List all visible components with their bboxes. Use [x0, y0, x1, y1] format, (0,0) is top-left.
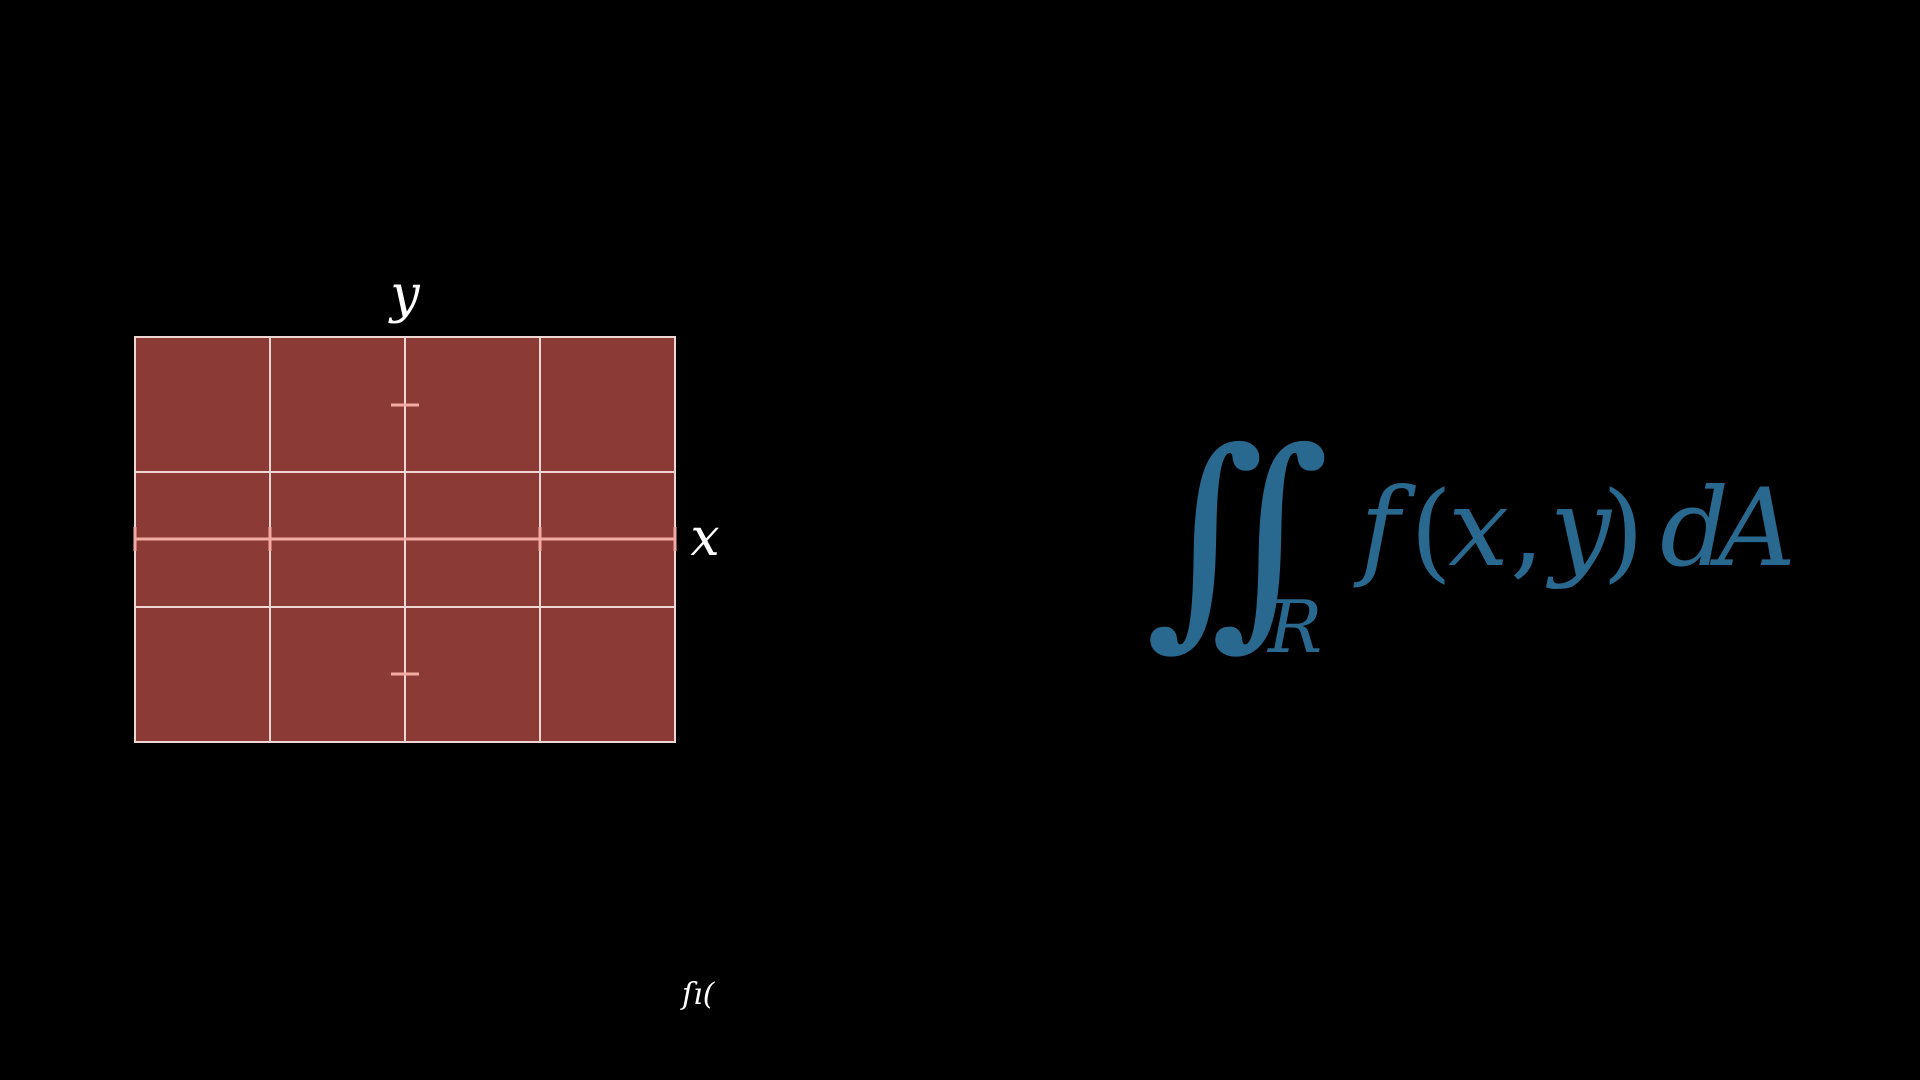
formula-function-f: f [1353, 466, 1416, 591]
x-axis [133, 527, 677, 551]
region-r [133, 336, 677, 743]
formula-open-paren: ( [1410, 469, 1452, 594]
bottom-text-fragment: ſı( [680, 977, 716, 1012]
formula-differential-d: d [1660, 466, 1729, 591]
formula-comma: , [1510, 466, 1544, 591]
y-axis [391, 403, 419, 676]
x-axis-label: x [690, 508, 719, 568]
integral-sign-outer: ∫ [1145, 403, 1265, 670]
integral-subscript-r: R [1266, 585, 1322, 669]
formula-differential-a: A [1709, 466, 1796, 591]
double-integral-formula: ∫ ∫ R f ( x , y ) d A [1145, 403, 1796, 670]
y-axis-label: y [388, 265, 420, 325]
formula-arg-y: y [1545, 466, 1613, 591]
formula-close-paren: ) [1602, 469, 1644, 594]
formula-arg-x: x [1448, 466, 1509, 591]
integral-sign-inner: ∫ [1210, 403, 1330, 670]
